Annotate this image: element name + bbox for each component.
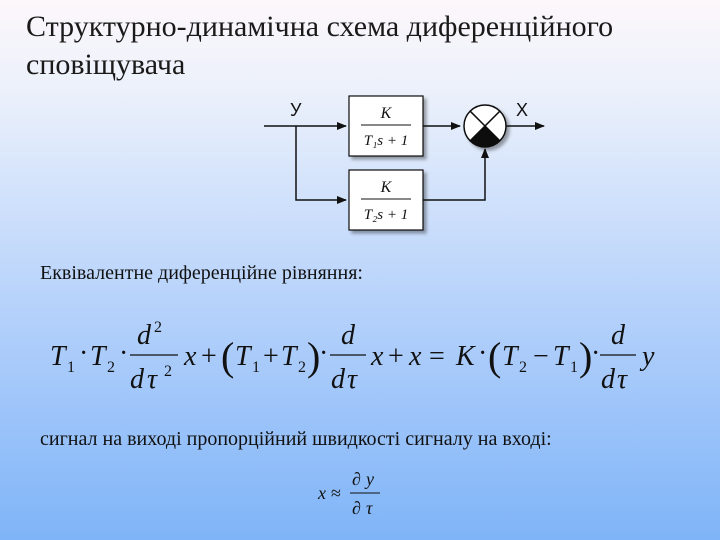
- eq-lparen-2: (: [488, 334, 501, 379]
- eq-rparen-2: ): [579, 334, 592, 379]
- eq-plus-3: +: [388, 341, 404, 372]
- eq-d-den-2: d: [331, 364, 346, 395]
- eq-sub1: 1: [67, 359, 75, 376]
- eq-d-den: d: [130, 364, 145, 395]
- eq-rparen-1: ): [307, 334, 320, 379]
- equivalent-equation-label: Еквівалентне диференційне рівняння:: [40, 262, 363, 284]
- slide-title: Структурно-динамічна схема диференційног…: [26, 8, 706, 84]
- block2-output-line: [423, 148, 489, 201]
- eq-x-2: x: [370, 341, 384, 372]
- eq-d-den-3: d: [601, 364, 616, 395]
- approx-partial-num: ∂: [352, 469, 361, 489]
- eq-dot-1: ·: [79, 338, 88, 369]
- eq-T2-c: T: [502, 341, 520, 372]
- output-label: Х: [516, 100, 528, 120]
- input-label: У: [290, 100, 302, 120]
- eq-y: y: [639, 341, 655, 372]
- eq-sub2-c: 2: [519, 359, 527, 376]
- eq-tau-den-3: τ: [617, 364, 628, 395]
- eq-sub2-b: 2: [298, 359, 306, 376]
- eq-T1-c: T: [553, 341, 571, 372]
- block2-denominator: T₂s + 1: [364, 207, 409, 223]
- eq-x-1: x: [183, 341, 197, 372]
- block2-numerator: K: [380, 179, 393, 196]
- approx-partial-den: ∂: [352, 498, 361, 518]
- eq-sub1-c: 1: [570, 359, 578, 376]
- eq-T1: T: [50, 341, 68, 372]
- eq-dot-2: ·: [119, 338, 128, 369]
- title-line-1: Структурно-динамічна схема диференційног…: [26, 10, 614, 43]
- approx-sign: ≈: [331, 483, 341, 503]
- eq-plus-2: +: [263, 341, 279, 372]
- eq-d-num: d: [137, 320, 152, 351]
- eq-tau-den-2: τ: [347, 364, 358, 395]
- eq-tau-den: τ: [147, 364, 158, 395]
- eq-d-num-2: d: [341, 320, 356, 351]
- eq-d-num-3: d: [611, 320, 626, 351]
- eq-dot-4: ·: [478, 338, 487, 369]
- block1-denominator: T₁s + 1: [364, 133, 409, 149]
- branch-line: [295, 126, 347, 204]
- eq-K: K: [455, 341, 476, 372]
- approx-tau: τ: [366, 498, 373, 518]
- eq-sub1-b: 1: [252, 359, 260, 376]
- eq-lparen-1: (: [221, 334, 234, 379]
- eq-x-3: x: [408, 341, 422, 372]
- approx-y: y: [364, 469, 374, 489]
- signal-proportional-label: сигнал на виході пропорційний швидкості …: [40, 428, 552, 450]
- eq-sub2: 2: [107, 359, 115, 376]
- title-line-2: сповіщувача: [26, 48, 186, 81]
- eq-equals: =: [429, 341, 445, 372]
- eq-T1-b: T: [235, 341, 253, 372]
- summing-junction: [463, 104, 507, 148]
- block1-numerator: K: [380, 105, 393, 122]
- eq-plus-1: +: [201, 341, 217, 372]
- eq-T2: T: [90, 341, 108, 372]
- eq-sup2-den: 2: [164, 363, 172, 380]
- transfer-block-1: K T₁s + 1: [348, 95, 424, 157]
- eq-minus: −: [533, 341, 549, 372]
- eq-dot-3: ·: [319, 338, 328, 369]
- eq-T2-b: T: [281, 341, 299, 372]
- eq-sup2-num: 2: [154, 319, 162, 336]
- approx-x: x: [317, 483, 326, 503]
- eq-dot-5: ·: [591, 338, 600, 369]
